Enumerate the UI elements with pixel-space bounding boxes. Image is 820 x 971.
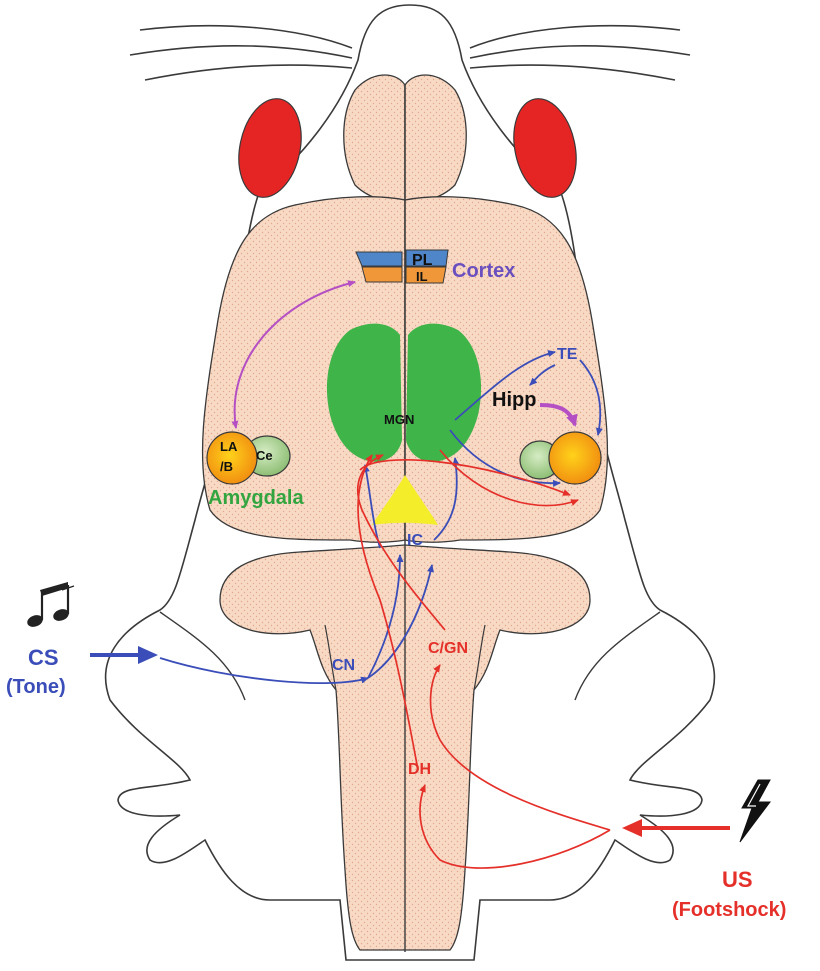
ic-label: IC <box>407 532 423 549</box>
music-note-icon <box>26 582 74 629</box>
pl-label: PL <box>412 252 433 269</box>
dh-label: DH <box>408 761 431 778</box>
whiskers-left <box>130 26 352 80</box>
tone-label: (Tone) <box>6 676 66 698</box>
whiskers-right <box>470 26 690 80</box>
ce-label: Ce <box>256 448 273 463</box>
b-label: /B <box>220 459 233 474</box>
cortex-label: Cortex <box>452 260 515 282</box>
us-label: US <box>722 867 753 892</box>
il-label: IL <box>416 269 428 284</box>
cs-label: CS <box>28 645 59 670</box>
la-label: LA <box>220 439 238 454</box>
hipp-label: Hipp <box>492 389 536 411</box>
la-b-right <box>549 432 601 484</box>
amygdala-label: Amygdala <box>208 487 304 509</box>
cgn-label: C/GN <box>428 640 468 657</box>
te-label: TE <box>557 346 578 363</box>
footshock-label: (Footshock) <box>672 899 786 921</box>
cn-label: CN <box>332 657 355 674</box>
mgn-label: MGN <box>384 412 414 427</box>
cortex-pl-il <box>356 250 448 283</box>
lightning-bolt-icon <box>740 780 770 842</box>
